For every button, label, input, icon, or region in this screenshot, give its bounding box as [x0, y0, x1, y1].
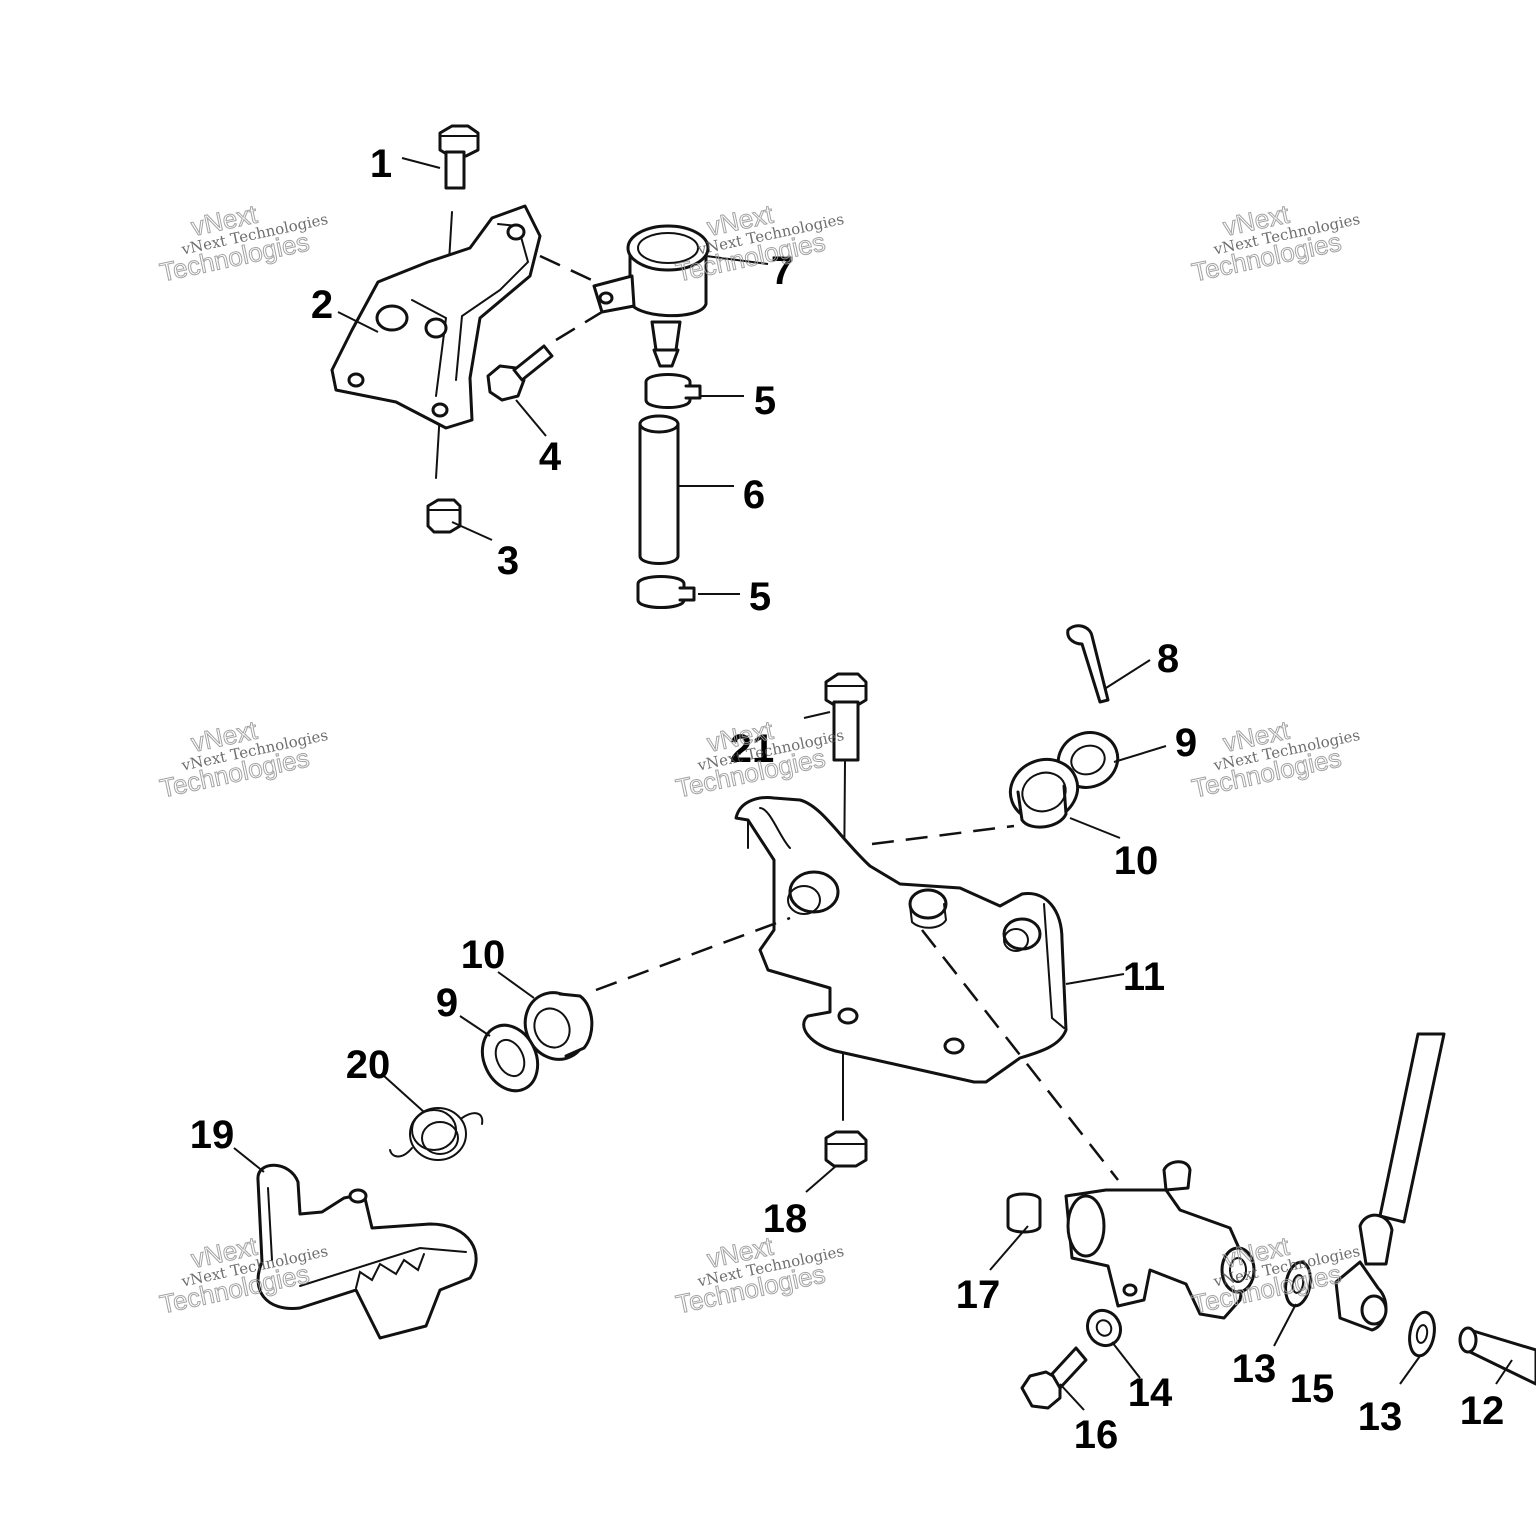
callout-18: 18	[763, 1197, 808, 1241]
shaft-part-17	[1006, 1160, 1256, 1320]
callout-4: 4	[539, 435, 562, 479]
bushing-part-10-upper	[1008, 758, 1080, 829]
callout-8: 8	[1157, 637, 1179, 681]
watermark-top-left: vNext vNext Technologies Technologies	[157, 198, 330, 288]
callout-2: 2	[311, 283, 333, 327]
spring-part-20	[389, 1107, 484, 1161]
callout-6: 6	[743, 473, 765, 517]
bracket-part-11	[734, 796, 1068, 1084]
callout-20: 20	[346, 1043, 391, 1087]
washer-part-9-lower	[480, 1023, 540, 1093]
callout-17: 17	[956, 1273, 1001, 1317]
washer-part-14	[1085, 1308, 1123, 1348]
leader-lines	[233, 157, 1513, 1411]
clamp-part-5-top	[644, 373, 702, 409]
bushing-part-10-lower	[523, 991, 594, 1061]
callout-16: 16	[1074, 1413, 1119, 1457]
dash-link-bracket-shaft	[921, 929, 1119, 1181]
dash-link-bushing-lower	[595, 916, 791, 992]
bolt-part-1	[438, 124, 480, 190]
callout-14: 14	[1128, 1371, 1173, 1415]
brake-line	[1378, 1032, 1446, 1224]
nut-part-18	[824, 1130, 868, 1168]
callout-9-upper: 9	[1175, 721, 1197, 765]
callout-11: 11	[1123, 955, 1165, 999]
callout-5-top: 5	[754, 379, 776, 423]
callout-19: 19	[190, 1113, 235, 1157]
callout-10-lower: 10	[461, 933, 506, 977]
pin-part-12	[1458, 1326, 1536, 1386]
watermark-bottom-center: vNext vNext Technologies Technologies	[673, 1230, 846, 1320]
callout-3: 3	[497, 539, 519, 583]
cotter-pin-part-8	[1066, 624, 1110, 704]
callout-13-right: 13	[1358, 1395, 1403, 1439]
watermark-top-center: vNext vNext Technologies Technologies	[673, 198, 846, 288]
nut-part-3	[426, 498, 462, 534]
clamp-part-5-bottom	[636, 575, 696, 609]
dash-link-upper-a	[539, 254, 597, 284]
watermark-mid-center: vNext vNext Technologies Technologies	[673, 714, 846, 804]
callout-15: 15	[1290, 1367, 1335, 1411]
bracket-part-2	[330, 204, 542, 430]
callout-13-left: 13	[1232, 1347, 1277, 1391]
watermark-mid-right: vNext vNext Technologies Technologies	[1189, 714, 1362, 804]
bolt-part-21	[824, 672, 868, 762]
lever-part-19	[256, 1163, 478, 1340]
washer-part-13-right	[1408, 1310, 1436, 1358]
watermark-mid-left: vNext vNext Technologies Technologies	[157, 714, 330, 804]
hose-part-6	[638, 414, 680, 565]
dash-link-upper-b	[555, 310, 603, 342]
callout-5-bottom: 5	[749, 575, 771, 619]
callout-labels: 1 2 3 4 5 6 5 7 8 9 10 11 10 9 20 19 18 …	[190, 142, 1505, 1457]
bolt-part-16	[1020, 1346, 1088, 1410]
dash-link-bushing-upper	[871, 824, 1015, 846]
callout-1: 1	[370, 142, 392, 186]
callout-9-lower: 9	[436, 981, 458, 1025]
callout-12: 12	[1460, 1389, 1505, 1433]
clevis-part-15	[1334, 1213, 1394, 1332]
reservoir-part-7	[592, 224, 710, 368]
callout-7: 7	[771, 249, 793, 293]
watermark-top-right: vNext vNext Technologies Technologies	[1189, 198, 1362, 288]
screw-part-4	[486, 344, 554, 402]
callout-10-upper: 10	[1114, 839, 1159, 883]
callout-21: 21	[730, 727, 775, 771]
